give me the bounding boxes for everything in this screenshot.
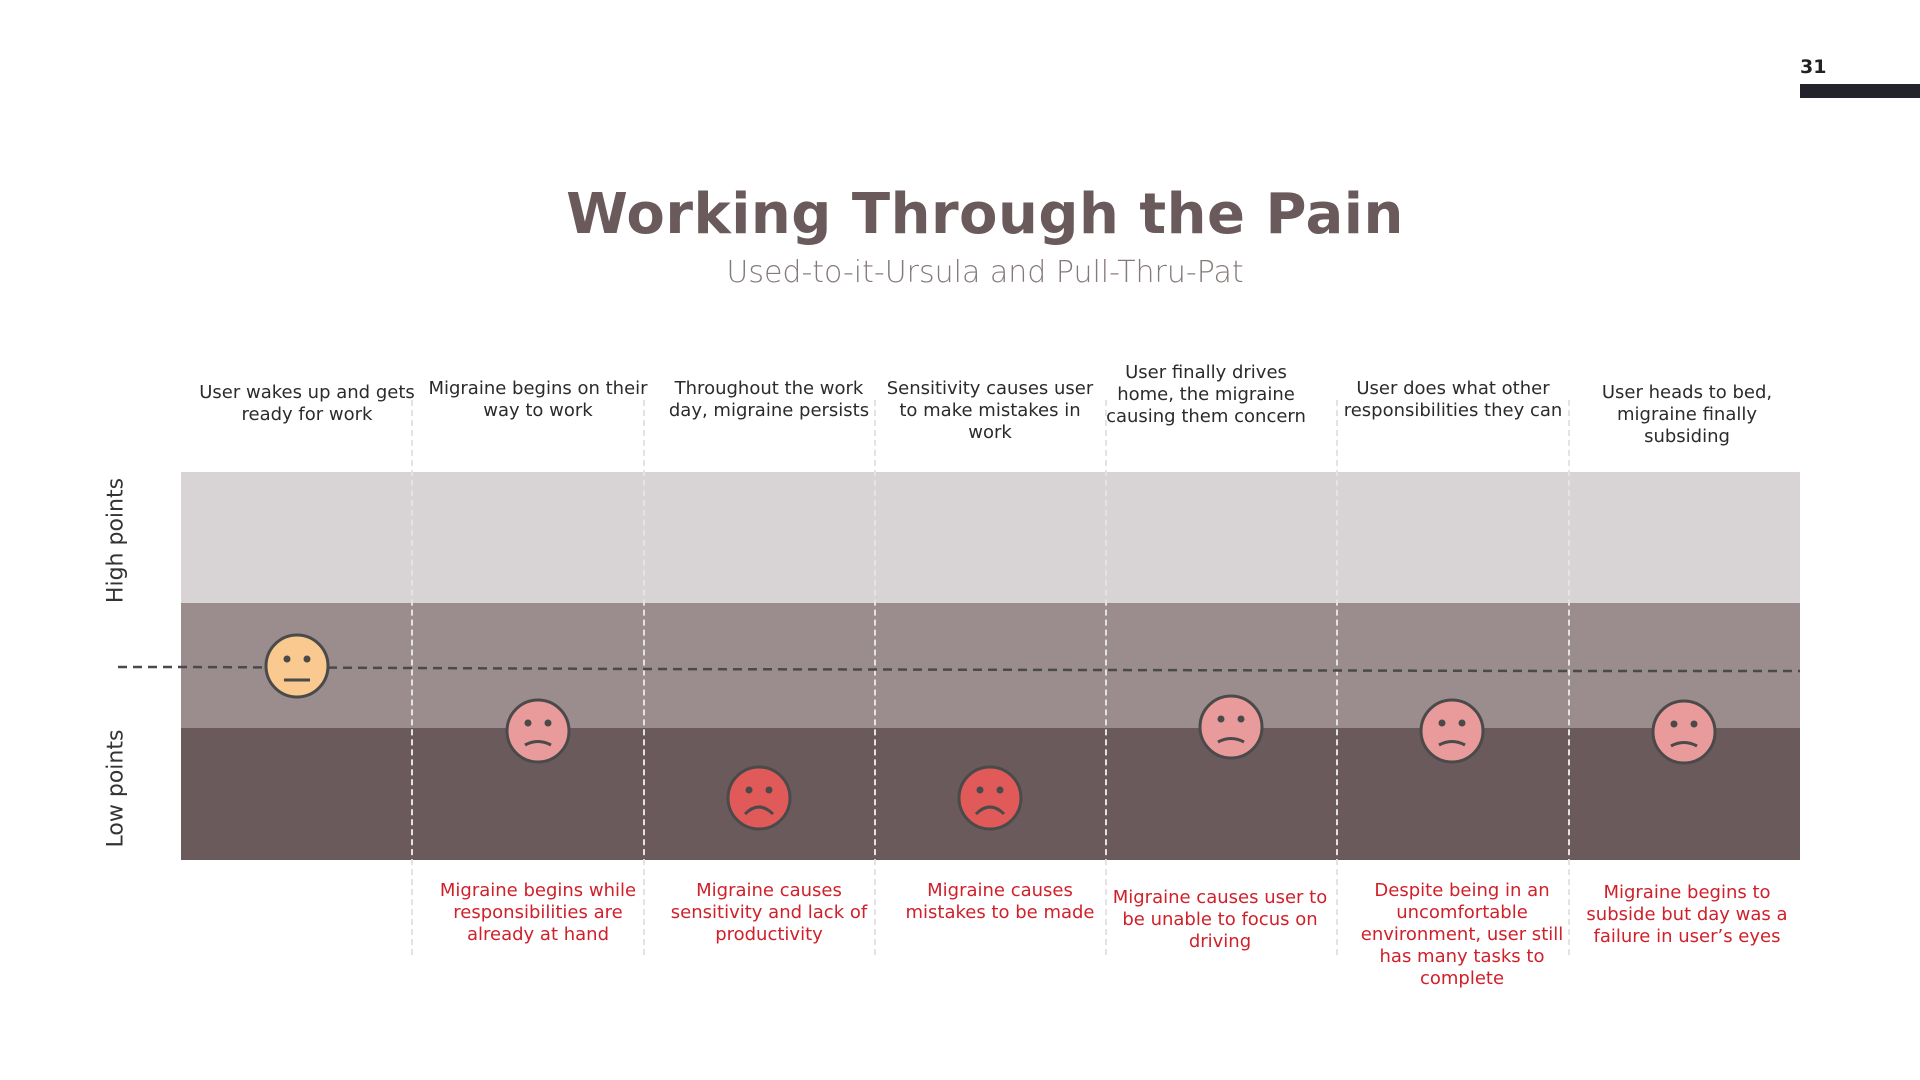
stage-3-top-label: Throughout the work day, migraine persis… xyxy=(668,378,870,421)
page-subtitle: Used-to-it-Ursula and Pull-Thru-Pat xyxy=(726,255,1244,290)
sad-face-icon xyxy=(505,698,571,764)
stage-6-top-label: User does what other responsibilities th… xyxy=(1343,378,1563,421)
stage-divider xyxy=(874,400,876,955)
stage-divider xyxy=(1568,400,1570,955)
stage-divider xyxy=(1105,400,1107,955)
stage-divider xyxy=(1336,400,1338,955)
stage-7-top-label: User heads to bed, migraine finally subs… xyxy=(1601,382,1773,447)
page-number: 31 xyxy=(1800,56,1827,78)
stage-7-annotation: Migraine begins to subside but day was a… xyxy=(1586,882,1788,947)
stage-3-annotation: Migraine causes sensitivity and lack of … xyxy=(670,880,868,945)
stage-4-top-label: Sensitivity causes user to make mistakes… xyxy=(886,378,1094,443)
stage-5-annotation: Migraine causes user to be unable to foc… xyxy=(1112,887,1328,952)
band-high-points xyxy=(181,472,1800,603)
baseline-dashed-line xyxy=(118,665,1800,673)
page-number-bar xyxy=(1800,84,1920,98)
stage-1-top-label: User wakes up and gets ready for work xyxy=(199,382,415,425)
sad-face-icon xyxy=(1651,699,1717,765)
band-mid-points xyxy=(181,603,1800,728)
stage-2-annotation: Migraine begins while responsibilities a… xyxy=(439,880,637,945)
stage-2-top-label: Migraine begins on their way to work xyxy=(428,378,648,421)
stage-5-top-label: User finally drives home, the migraine c… xyxy=(1106,362,1306,427)
sad-face-icon xyxy=(1198,694,1264,760)
stage-divider xyxy=(411,400,413,955)
page-title: Working Through the Pain xyxy=(566,182,1404,247)
stage-6-annotation: Despite being in an uncomfortable enviro… xyxy=(1360,880,1564,989)
very-sad-face-icon xyxy=(957,765,1023,831)
stage-4-annotation: Migraine causes mistakes to be made xyxy=(905,880,1095,923)
stage-divider xyxy=(643,400,645,955)
neutral-face-icon xyxy=(264,633,330,699)
very-sad-face-icon xyxy=(726,765,792,831)
sad-face-icon xyxy=(1419,698,1485,764)
